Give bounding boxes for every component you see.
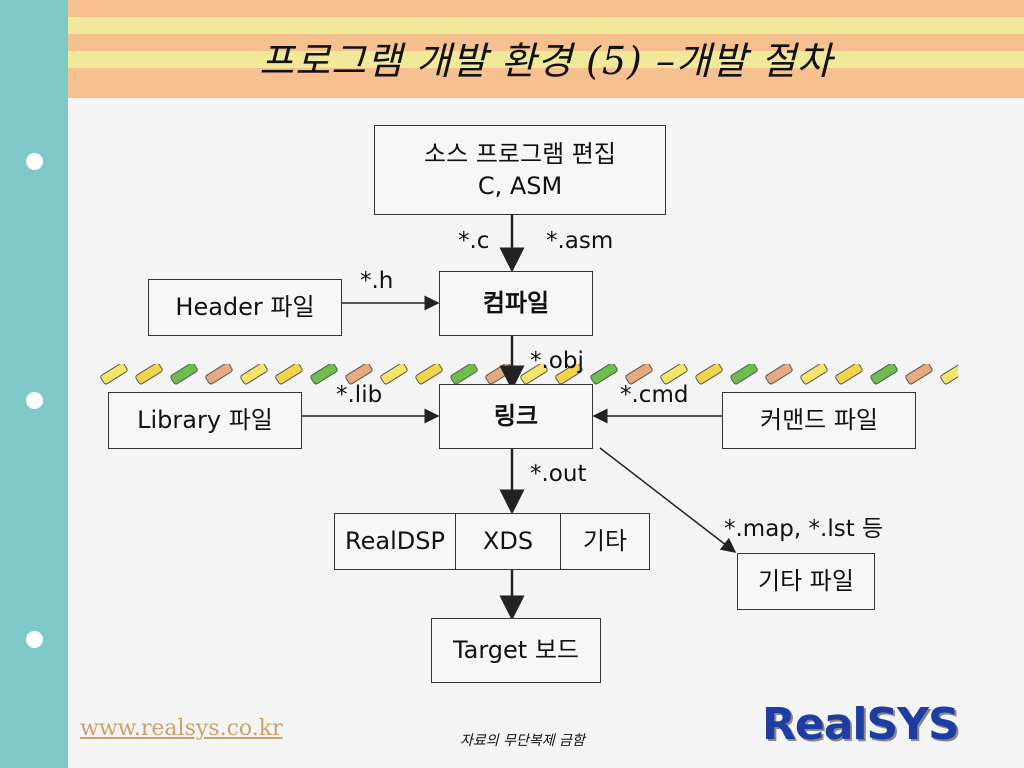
label-obj: *.obj [530,348,584,374]
etc-tool-label: 기타 [582,527,628,556]
bullet-dot-2 [26,392,43,409]
compile-label: 컴파일 [482,289,550,318]
xds-box: XDS [455,513,561,570]
label-cmd: *.cmd [620,382,689,408]
source-lang-label: C, ASM [477,172,563,200]
link-label: 링크 [493,402,539,431]
compile-box: 컴파일 [439,271,593,336]
command-file-box: 커맨드 파일 [722,392,916,449]
etc-file-box: 기타 파일 [737,553,875,610]
header-file-box: Header 파일 [148,279,342,336]
label-h: *.h [360,268,394,294]
copyright-notice: 자료의 무단복제 금함 [460,733,585,749]
website-link[interactable]: www.realsys.co.kr [80,716,283,741]
arrow-link-to-etc-file [599,447,737,553]
target-board-label: Target 보드 [452,636,580,665]
label-lib: *.lib [336,382,383,408]
source-edit-box: 소스 프로그램 편집 C, ASM [374,125,666,215]
slide-title: 프로그램 개발 환경 (5) –개발 절차 [259,39,833,83]
header-stripes [68,0,1024,98]
left-sidebar [0,0,68,768]
library-file-box: Library 파일 [108,392,302,449]
bullet-dot-3 [26,631,43,648]
realdsp-label: RealDSP [345,527,445,556]
link-box: 링크 [439,384,593,449]
library-file-label: Library 파일 [137,406,273,435]
etc-tool-box: 기타 [560,513,650,570]
label-out: *.out [530,461,587,487]
realsys-logo: RealSYS [762,699,960,750]
xds-label: XDS [482,527,534,556]
label-map-lst: *.map, *.lst 등 [724,516,884,542]
command-file-label: 커맨드 파일 [759,406,879,435]
header-file-label: Header 파일 [175,293,315,322]
label-c: *.c [458,228,490,254]
source-edit-label: 소스 프로그램 편집 [424,139,616,168]
label-asm: *.asm [546,228,614,254]
realdsp-box: RealDSP [334,513,456,570]
etc-file-label: 기타 파일 [758,567,854,596]
bullet-dot-1 [26,153,43,170]
target-board-box: Target 보드 [431,618,601,683]
